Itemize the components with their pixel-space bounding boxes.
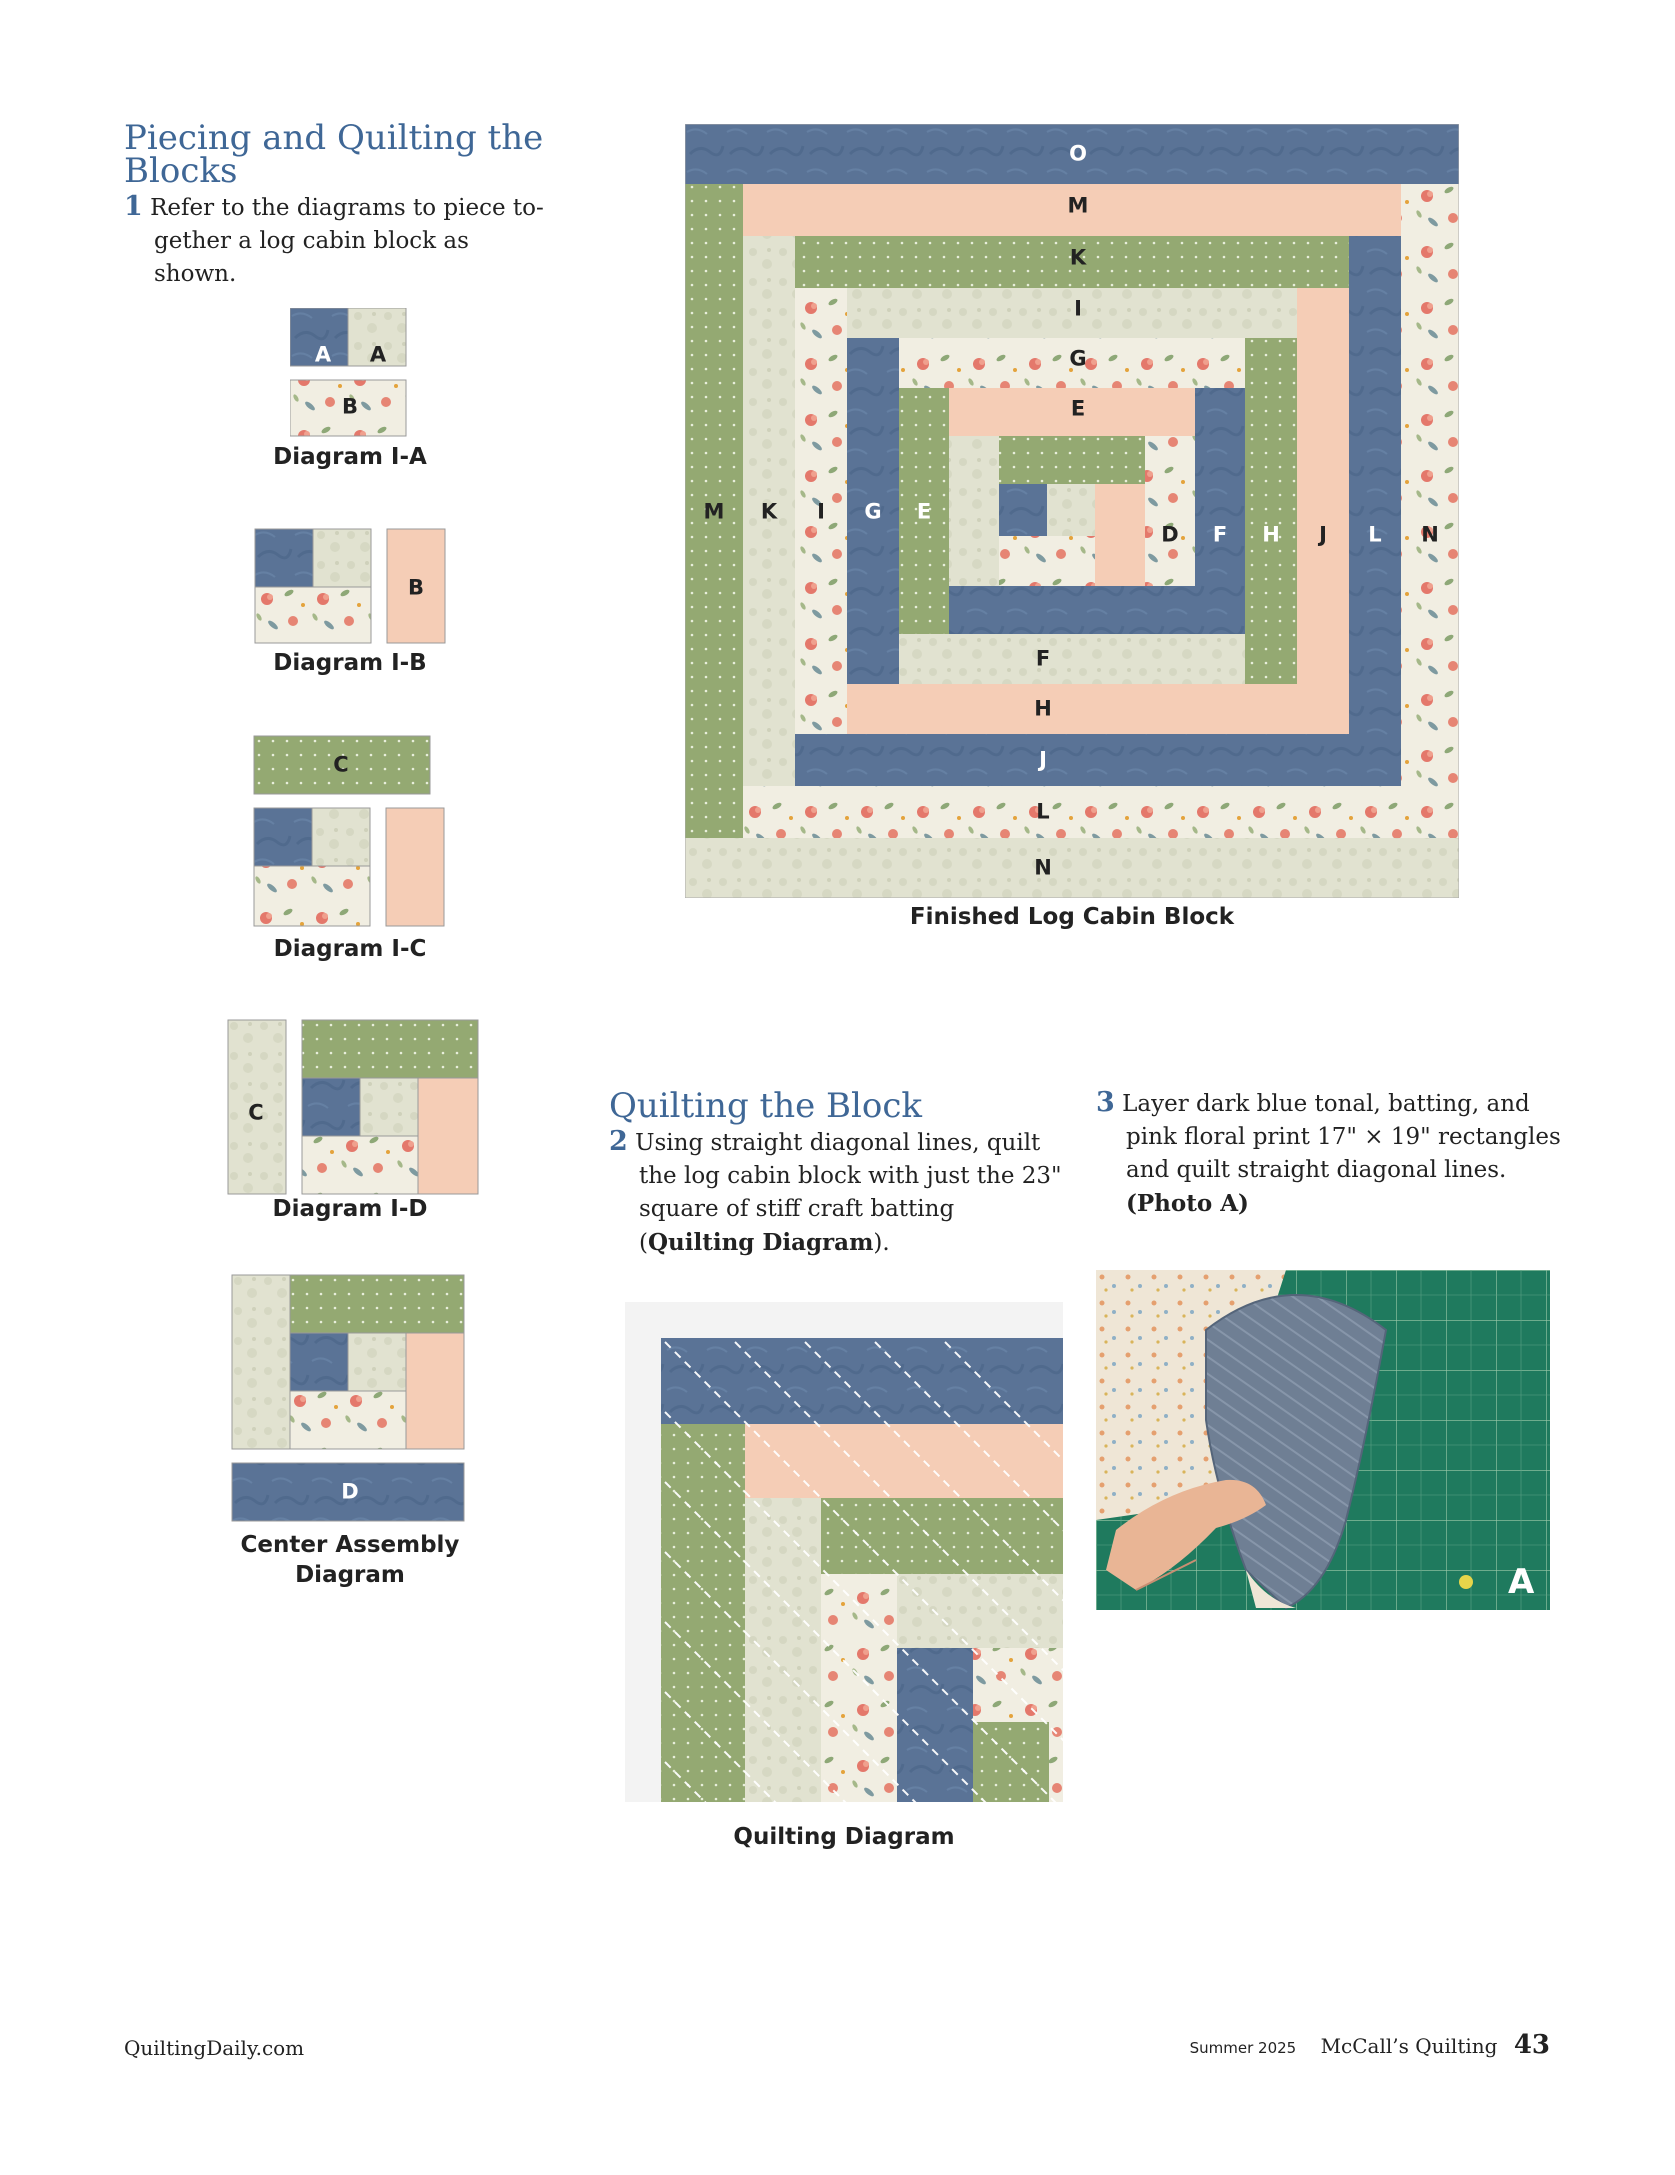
label-h-bottom: H (1034, 696, 1052, 721)
caption-center-assembly: Center Assembly Diagram (200, 1530, 500, 1590)
label-j-bottom: J (1039, 747, 1047, 772)
section-quilting: Quilting the Block 2 Using straight diag… (609, 1086, 1089, 1260)
caption-finished-block: Finished Log Cabin Block (909, 904, 1235, 930)
section-piecing: Piecing and Quilting the Blocks 1 Refer … (124, 118, 554, 291)
footer-magazine: McCall’s Quilting (1320, 2034, 1498, 2058)
caption-diagram-i-a: Diagram I-A (273, 444, 427, 470)
label-c: C (333, 752, 349, 777)
label-d-right: D (1161, 522, 1179, 547)
caption-diagram-i-c: Diagram I-C (273, 936, 427, 962)
label-b: B (407, 575, 425, 600)
footer-site: QuiltingDaily.com (124, 2036, 305, 2060)
quilting-diagram (625, 1302, 1063, 1802)
finished-log-cabin-block: O M K I G E M K I G E D F H J L N F H J … (685, 124, 1459, 898)
step-2-line4: (Quilting Diagram). (639, 1229, 890, 1256)
center-assembly-graphic (231, 1274, 465, 1522)
step-2-line2: the log cabin block with just the 23" (639, 1163, 1062, 1189)
step-3-text: 3 Layer dark blue tonal, batting, and pi… (1096, 1086, 1566, 1220)
step-number: 2 (609, 1126, 628, 1157)
finished-block-graphic (685, 124, 1459, 898)
step-number: 3 (1096, 1087, 1115, 1118)
label-i-top: I (1074, 296, 1082, 321)
step-3-line4: (Photo A) (1126, 1190, 1249, 1217)
step-1-text-line2: gether a log cabin block as shown. (154, 228, 469, 287)
quilting-diagram-ref: Quilting Diagram (647, 1229, 874, 1256)
label-f-bottom: F (1035, 646, 1051, 671)
step-3: 3 Layer dark blue tonal, batting, and pi… (1096, 1086, 1566, 1220)
step-3-line3: and quilt straight diagonal lines. (1126, 1157, 1507, 1183)
label-h-right: H (1262, 522, 1280, 547)
label-d: D (341, 1479, 359, 1504)
caption-diagram-i-d: Diagram I-D (272, 1196, 428, 1222)
label-c: C (248, 1100, 264, 1125)
label-a-right: A (369, 342, 387, 367)
step-1-text-line1: Refer to the diagrams to piece to- (150, 195, 544, 221)
caption-center-assembly-line2: Diagram (295, 1562, 405, 1588)
label-o: O (1069, 141, 1087, 166)
step-2-line1: Using straight diagonal lines, quilt (635, 1130, 1041, 1156)
step-3-line2: pink floral print 17" × 19" rectangles (1126, 1124, 1561, 1150)
label-l-bottom: L (1036, 799, 1050, 824)
label-k-top: K (1069, 245, 1087, 270)
step-number: 1 (124, 191, 143, 222)
photo-a: A (1096, 1270, 1550, 1610)
label-g-left: G (864, 499, 882, 524)
footer-issue-info: Summer 2025 McCall’s Quilting 43 (1190, 2030, 1550, 2060)
label-n-right: N (1421, 522, 1439, 547)
label-l-right: L (1368, 522, 1382, 547)
photo-a-image (1096, 1270, 1550, 1610)
section-title-piecing: Piecing and Quilting the Blocks (124, 118, 544, 191)
label-e-top: E (1070, 396, 1086, 421)
photo-label-a: A (1508, 1562, 1535, 1602)
footer-issue: Summer 2025 (1189, 2039, 1297, 2057)
section-title-quilting: Quilting the Block (609, 1086, 922, 1126)
label-b: B (341, 394, 359, 419)
diagram-i-b-graphic (254, 528, 446, 644)
page-number: 43 (1513, 2030, 1550, 2060)
caption-diagram-i-b: Diagram I-B (273, 650, 427, 676)
step-2-line3: square of stiff craft batting (639, 1196, 955, 1222)
step-3-line1: Layer dark blue tonal, batting, and (1122, 1091, 1530, 1117)
diagram-i-d: C (226, 1018, 482, 1198)
diagram-i-a-graphic (290, 308, 407, 437)
label-a-left: A (314, 342, 332, 367)
label-m-top: M (1067, 193, 1089, 218)
diagram-i-b: B (253, 527, 453, 647)
label-i-left: I (817, 499, 825, 524)
center-assembly-diagram: D (230, 1273, 470, 1525)
quilting-diagram-graphic (625, 1302, 1063, 1802)
step-1: 1 Refer to the diagrams to piece to- get… (124, 190, 554, 291)
label-f-right: F (1212, 522, 1228, 547)
label-k-left: K (760, 499, 778, 524)
step-2: 2 Using straight diagonal lines, quilt t… (609, 1125, 1089, 1260)
diagram-i-c-graphic (253, 735, 445, 927)
label-n-bottom: N (1034, 855, 1052, 880)
diagram-i-a: A A B (290, 308, 410, 438)
label-e-left: E (916, 499, 932, 524)
label-g-top: G (1069, 346, 1087, 371)
label-m-left: M (703, 499, 725, 524)
caption-center-assembly-line1: Center Assembly (240, 1532, 460, 1558)
label-j-right: J (1319, 522, 1327, 547)
diagram-i-c: C (252, 734, 452, 930)
caption-quilting-diagram: Quilting Diagram (733, 1824, 955, 1850)
diagram-i-d-graphic (227, 1019, 479, 1195)
